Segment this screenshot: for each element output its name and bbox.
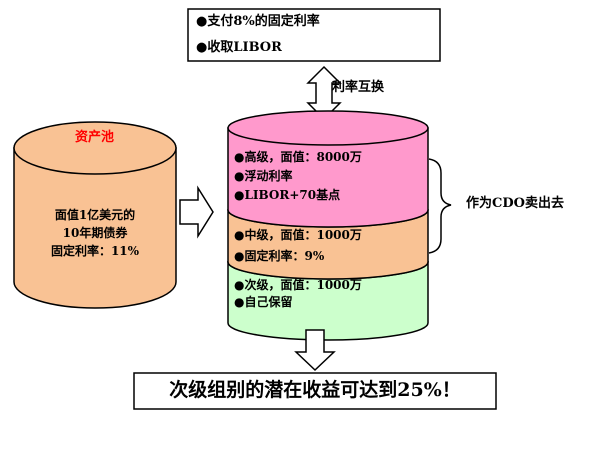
right-arrow-icon bbox=[179, 185, 214, 239]
mezzanine-tranche-line2: 固定利率：9% bbox=[234, 250, 324, 262]
senior-tranche-line1: 高级，面值：8000万 bbox=[234, 151, 361, 163]
bottom-note-text: 次级组别的潜在收益可达到25%！ bbox=[169, 379, 461, 401]
asset-pool-line2: 10年期债券 bbox=[62, 226, 128, 240]
brace-icon bbox=[428, 158, 452, 254]
down-arrow-icon bbox=[294, 329, 336, 372]
swap-label: 利率互换 bbox=[332, 80, 385, 95]
cdo-label: 作为CDO卖出去 bbox=[466, 196, 564, 211]
swap-receive-libor-text: 收取LIBOR bbox=[196, 41, 282, 54]
asset-pool-line1: 面值1亿美元的 bbox=[54, 208, 136, 222]
junior-tranche-line2: 自己保留 bbox=[234, 296, 292, 308]
asset-pool-line3: 固定利率：11% bbox=[50, 244, 140, 258]
junior-tranche-line1: 次级，面值：1000万 bbox=[234, 279, 361, 291]
senior-tranche-line2: 浮动利率 bbox=[234, 170, 292, 182]
senior-tranche-line3: LIBOR+70基点 bbox=[234, 189, 340, 201]
asset-pool-title: 资产池 bbox=[75, 130, 115, 145]
bottom-note-box bbox=[133, 372, 497, 410]
swap-pay-fixed-text: 支付8%的固定利率 bbox=[196, 15, 319, 28]
asset-pool-cylinder bbox=[13, 121, 177, 309]
mezzanine-tranche-line1: 中级，面值：1000万 bbox=[234, 229, 361, 241]
